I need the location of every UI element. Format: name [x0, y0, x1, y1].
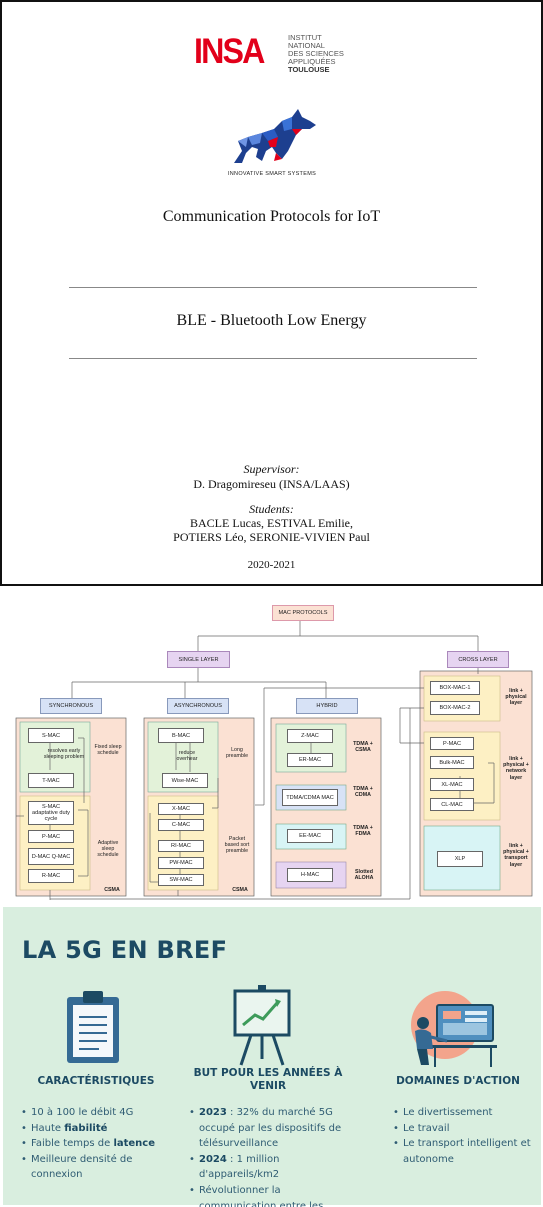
characteristics-list: 10 à 100 le débit 4G Haute fiabilité Fai… — [21, 1105, 181, 1183]
wolf-logo-icon — [234, 109, 316, 163]
mac-protocols-node: MAC PROTOCOLS — [272, 605, 334, 621]
column-heading-characteristics: CARACTÉRISTIQUES — [37, 1075, 155, 1087]
list-item: 2024 : 1 million d'appareils/km2 — [189, 1152, 361, 1183]
academic-year: 2020-2021 — [247, 559, 296, 571]
hybrid-node: HYBRID — [296, 698, 358, 714]
list-item: Faible temps de latence — [21, 1136, 181, 1152]
bulk-mac-node: Bulk-MAC — [430, 756, 474, 769]
short-preamble-label: Packet based sort preamble — [224, 836, 250, 855]
list-item: Le divertissement — [393, 1105, 533, 1121]
insa-logo-mark: INSA — [194, 32, 265, 71]
s-mac-adaptive-node: S-MAC adaptative duty cycle — [28, 801, 74, 825]
adaptive-sleep-label: Adaptive sleep schedule — [97, 840, 119, 859]
course-title: Communication Protocols for IoT — [162, 208, 381, 225]
clipboard-icon — [65, 989, 121, 1070]
d-mac-q-mac-node: D-MAC Q-MAC — [28, 848, 74, 865]
s-mac-node: S-MAC — [28, 728, 74, 743]
title-rule-top — [69, 287, 477, 288]
students-names-line-1: BACLE Lucas, ESTIVAL Emilie, — [190, 516, 353, 530]
person-at-desk-icon — [407, 987, 499, 1074]
synchronous-node: SYNCHRONOUS — [40, 698, 102, 714]
list-item: Le travail — [393, 1121, 533, 1137]
xlp-node: XLP — [437, 851, 483, 867]
goals-list: 2023 : 32% du marché 5G occupé par les d… — [189, 1105, 361, 1207]
insa-logo-tagline: INSTITUT NATIONAL DES SCIENCES APPLIQUÉE… — [288, 33, 344, 74]
r-mac-node: R-MAC — [28, 869, 74, 883]
students-names-line-2: POTIERS Léo, SERONIE-VIVIEN Paul — [173, 530, 370, 544]
slotted-aloha-label: Slotted ALOHA — [354, 869, 374, 882]
b-mac-node: B-MAC — [158, 728, 204, 743]
p-mac-cross-node: P-MAC — [430, 737, 474, 750]
single-layer-node: SINGLE LAYER — [167, 651, 230, 668]
supervisor-name: D. Dragomireseu (INSA/LAAS) — [193, 477, 350, 491]
er-mac-node: ER-MAC — [287, 753, 333, 767]
project-title: BLE - Bluetooth Low Energy — [176, 312, 367, 329]
asynchronous-node: ASYNCHRONOUS — [167, 698, 229, 714]
xl-mac-node: XL-MAC — [430, 778, 474, 791]
students-label: Students: — [249, 502, 294, 516]
box-mac-2-node: BOX-MAC-2 — [430, 701, 480, 715]
tdma-fdma-label: TDMA + FDMA — [353, 825, 373, 838]
cross-layer-node: CROSS LAYER — [447, 651, 509, 668]
long-preamble-label: Long preamble — [225, 747, 249, 760]
column-heading-action-domains: DOMAINES D'ACTION — [396, 1075, 520, 1087]
ri-mac-node: RI-MAC — [158, 840, 204, 852]
pw-mac-node: PW-MAC — [158, 857, 204, 869]
z-mac-node: Z-MAC — [287, 729, 333, 743]
column-heading-goals: BUT POUR LES ANNÉES À VENIR — [193, 1067, 343, 1092]
p-mac-node: P-MAC — [28, 830, 74, 843]
c-mac-node: C-MAC — [158, 819, 204, 831]
infographic-title: LA 5G EN BREF — [22, 936, 228, 964]
box-mac-1-node: BOX-MAC-1 — [430, 681, 480, 695]
title-rule-bottom — [69, 358, 477, 359]
tdma-csma-label: TDMA + CSMA — [353, 741, 373, 754]
iss-logo-text: INNOVATIVE SMART SYSTEMS — [227, 171, 317, 177]
t-mac-node: T-MAC — [28, 773, 74, 788]
async-csma-label: CSMA — [232, 887, 248, 893]
action-domains-list: Le divertissement Le travail Le transpor… — [393, 1105, 533, 1167]
reduce-overhear-note: reduce overhear — [176, 750, 198, 763]
ee-mac-node: EE-MAC — [287, 829, 333, 843]
list-item: 2023 : 32% du marché 5G occupé par les d… — [189, 1105, 361, 1152]
x-mac-node: X-MAC — [158, 803, 204, 815]
cl-mac-node: CL-MAC — [430, 798, 474, 811]
innovative-smart-systems-logo: INNOVATIVE SMART SYSTEMS — [212, 107, 332, 182]
tdma-cdma-mac-node: TDMA/CDMA MAC — [282, 789, 338, 806]
mac-protocols-diagram: MAC PROTOCOLS SINGLE LAYER CROSS LAYER S… — [0, 598, 543, 900]
link-physical-transport-label: link + physical + transport layer — [503, 843, 529, 868]
list-item: Haute fiabilité — [21, 1121, 181, 1137]
early-sleeping-note: resolves early sleeping problem — [43, 748, 85, 761]
growth-chart-easel-icon — [231, 985, 293, 1072]
sync-csma-label: CSMA — [104, 887, 120, 893]
insa-logo: INSA INSTITUT NATIONAL DES SCIENCES APPL… — [194, 32, 354, 74]
wise-mac-node: Wise-MAC — [162, 773, 208, 788]
link-physical-label: link + physical layer — [505, 688, 527, 707]
tdma-cdma-label: TDMA + CDMA — [353, 786, 373, 799]
list-item: Meilleure densité de connexion — [21, 1152, 181, 1183]
sw-mac-node: SW-MAC — [158, 874, 204, 886]
supervisor-label: Supervisor: — [243, 462, 300, 476]
link-physical-network-label: link + physical + network layer — [503, 756, 529, 781]
list-item: 10 à 100 le débit 4G — [21, 1105, 181, 1121]
h-mac-node: H-MAC — [287, 868, 333, 882]
list-item: Le transport intelligent et autonome — [393, 1136, 533, 1167]
fixed-sleep-label: Fixed sleep schedule — [94, 744, 122, 757]
report-cover-page: INSA INSTITUT NATIONAL DES SCIENCES APPL… — [0, 0, 543, 586]
list-item: Révolutionner la communication entre les… — [189, 1183, 361, 1207]
5g-infographic: LA 5G EN BREF — [3, 907, 541, 1207]
